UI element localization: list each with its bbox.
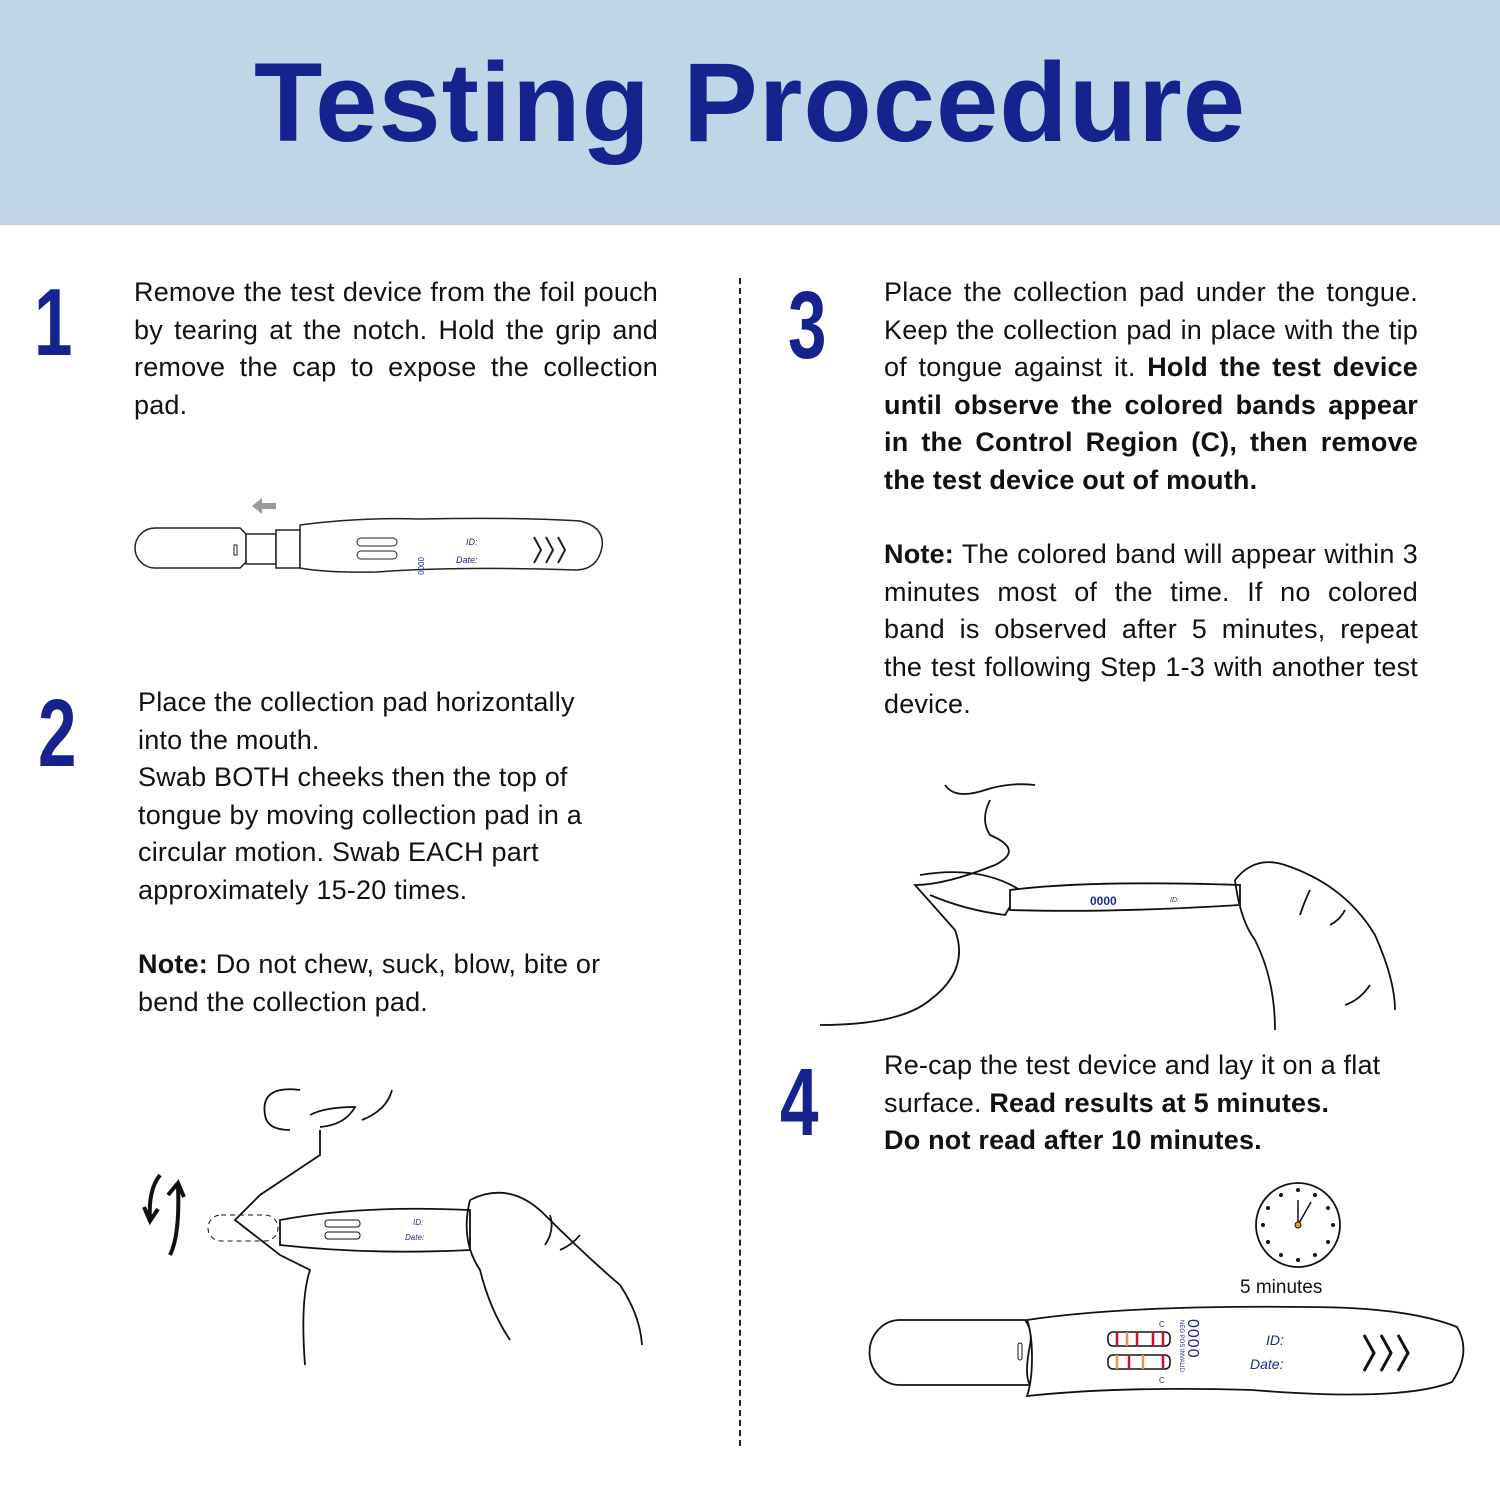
step-4-warning: Do not read after 10 minutes. xyxy=(884,1125,1262,1155)
step-2-note: Note: Do not chew, suck, blow, bite or b… xyxy=(138,946,658,1021)
note-label: Note: xyxy=(884,539,954,569)
header-banner: Testing Procedure xyxy=(0,0,1500,225)
step-2-text: Place the collection pad horizontally in… xyxy=(138,684,628,1021)
hand xyxy=(1234,861,1396,1031)
grip-chevrons xyxy=(1362,1334,1410,1372)
swab-mouth-illustration: ID: Date: xyxy=(142,1088,643,1366)
device-id-label: ID: xyxy=(1170,897,1179,904)
step-3-instruction: Place the collection pad under the tongu… xyxy=(884,277,1418,382)
step-2-line-1: Place the collection pad horizontally in… xyxy=(138,687,575,755)
result-bands xyxy=(1115,1332,1165,1369)
device-id-label: ID: xyxy=(1266,1332,1284,1348)
control-region-label: C xyxy=(1159,1320,1165,1329)
svg-text:0000: 0000 xyxy=(1184,1319,1201,1359)
step-1-text: Remove the test device from the foil pou… xyxy=(134,277,658,420)
device-date-label: Date: xyxy=(456,555,478,565)
hand xyxy=(465,1191,643,1346)
step-number-3: 3 xyxy=(788,272,827,379)
grip-chevrons xyxy=(533,536,567,564)
step-3-text: Place the collection pad under the tongu… xyxy=(884,274,1418,724)
note-text: Do not chew, suck, blow, bite or bend th… xyxy=(138,949,601,1017)
step-number-4: 4 xyxy=(780,1049,819,1156)
device-cap-removal-illustration: 0000 ID: Date: xyxy=(134,498,604,575)
step-4-text: Re-cap the test device and lay it on a f… xyxy=(884,1047,1424,1160)
column-divider xyxy=(739,278,741,1446)
clock-icon xyxy=(1255,1182,1341,1268)
step-number-2: 2 xyxy=(38,680,77,787)
step-3-note: Note: The colored band will appear withi… xyxy=(884,536,1418,724)
step-3-instruction-bold: Hold the test device until observe the c… xyxy=(884,352,1418,495)
test-device-result-illustration: C C NEG POS INVALID 0000 ID: Date: xyxy=(868,1305,1465,1398)
step-4-instruction: Re-cap the test device and lay it on a f… xyxy=(884,1050,1381,1118)
device-date-label: Date: xyxy=(405,1233,424,1242)
timer-label: 5 minutes xyxy=(1240,1277,1323,1298)
page-title: Testing Procedure xyxy=(253,40,1247,165)
device-id-label: ID: xyxy=(413,1218,423,1227)
note-label: Note: xyxy=(138,949,208,979)
arrow-left-icon xyxy=(252,498,276,514)
step-number-1: 1 xyxy=(34,269,73,376)
control-region-label: C xyxy=(1159,1376,1165,1385)
rotate-arrows-icon xyxy=(142,1173,186,1256)
device-date-label: Date: xyxy=(1250,1356,1284,1372)
under-tongue-illustration: 0000 ID: xyxy=(819,783,1396,1031)
step-2-line-2: Swab BOTH cheeks then the top of tongue … xyxy=(138,762,582,905)
note-text: The colored band will appear within 3 mi… xyxy=(884,539,1418,719)
device-id-label: ID: xyxy=(466,537,478,547)
svg-text:0000: 0000 xyxy=(416,557,425,575)
results-legend: NEG POS INVALID xyxy=(1178,1320,1184,1373)
step-4-read-time: Read results at 5 minutes. xyxy=(989,1087,1330,1118)
svg-text:0000: 0000 xyxy=(1090,894,1117,908)
